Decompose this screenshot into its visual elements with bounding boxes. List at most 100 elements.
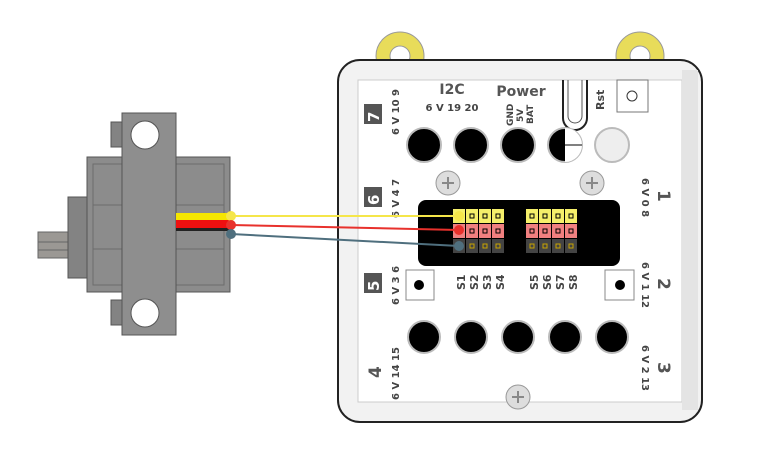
ground-pin-dot xyxy=(454,241,464,251)
pin-hole xyxy=(469,243,475,249)
port-1-number: 1 xyxy=(653,190,673,202)
port-3-number: 3 xyxy=(653,362,673,374)
reset-label: Rst xyxy=(594,90,607,110)
port-jack[interactable] xyxy=(594,127,630,163)
power-wire-end-dot xyxy=(226,220,236,230)
header-pin-power-s3[interactable] xyxy=(479,224,491,238)
port-5-badge xyxy=(364,273,382,293)
header-pin-ground-s6[interactable] xyxy=(539,239,551,253)
top-ports xyxy=(406,127,630,163)
header-label-s1: S1 xyxy=(455,274,468,290)
header-pin-power-s5[interactable] xyxy=(526,224,538,238)
header-label-s8: S8 xyxy=(567,274,580,290)
ground-connection-wire xyxy=(230,233,460,247)
port-7-number: 7 xyxy=(365,112,383,122)
pin-hole xyxy=(568,213,574,219)
connection-wires xyxy=(226,211,464,251)
i2c-pins-label: 6 V 19 20 xyxy=(426,103,479,114)
header-pin-power-s4[interactable] xyxy=(492,224,504,238)
pin-hole xyxy=(555,243,561,249)
header-pin-signal-s2[interactable] xyxy=(466,209,478,223)
pin-hole xyxy=(495,213,501,219)
sensor-window xyxy=(604,269,635,301)
header-label-s3: S3 xyxy=(481,274,494,290)
header-pin-ground-s7[interactable] xyxy=(552,239,564,253)
pin-hole xyxy=(529,243,535,249)
port-7-pins: 6 V 10 9 xyxy=(391,89,402,135)
header-pin-ground-s5[interactable] xyxy=(526,239,538,253)
servo-header-labels: S1 S2 S3 S4 S5 S6 S7 S8 xyxy=(455,274,580,290)
power-pin-bat: BAT xyxy=(526,104,536,124)
pin-hole xyxy=(495,243,501,249)
header-pin-signal-s3[interactable] xyxy=(479,209,491,223)
bottom-ports xyxy=(407,320,629,354)
header-pin-signal-s5[interactable] xyxy=(526,209,538,223)
port-1-pins: 6 V 0 8 xyxy=(639,178,650,217)
signal-pin-dot xyxy=(454,211,464,221)
header-pin-power-s7[interactable] xyxy=(552,224,564,238)
port-5-pins: 6 V 3 6 xyxy=(391,266,402,305)
pin-hole xyxy=(469,213,475,219)
servo-power-wire xyxy=(176,220,230,228)
pin-hole xyxy=(482,228,488,234)
header-label-s5: S5 xyxy=(528,274,541,290)
power-label: Power xyxy=(496,84,545,100)
screw-icons xyxy=(435,170,605,410)
header-pin-ground-s8[interactable] xyxy=(565,239,577,253)
pin-hole xyxy=(568,243,574,249)
pin-hole xyxy=(529,213,535,219)
port-jack[interactable] xyxy=(406,127,442,163)
servo-header-block xyxy=(418,200,620,266)
port-4-pins: 6 V 14 15 xyxy=(391,347,402,400)
port-2-number: 2 xyxy=(653,278,673,290)
header-pin-power-s8[interactable] xyxy=(565,224,577,238)
port-5-number: 5 xyxy=(365,281,383,291)
power-switch-icon[interactable] xyxy=(562,80,588,131)
header-label-s2: S2 xyxy=(468,274,481,290)
header-label-s6: S6 xyxy=(541,274,554,290)
power-pin-gnd: GND xyxy=(506,104,516,126)
port-6-pins: 6 V 4 7 xyxy=(391,179,402,218)
header-pin-signal-s8[interactable] xyxy=(565,209,577,223)
pin-hole xyxy=(482,213,488,219)
pin-hole xyxy=(469,228,475,234)
pin-hole xyxy=(555,228,561,234)
servo-ground-wire xyxy=(176,228,230,231)
header-pin-signal-s4[interactable] xyxy=(492,209,504,223)
pin-hole xyxy=(495,228,501,234)
port-6-number: 6 xyxy=(365,195,383,205)
header-pin-signal-s7[interactable] xyxy=(552,209,564,223)
power-pin-5v: 5V xyxy=(516,109,526,122)
pin-hole xyxy=(542,243,548,249)
port-jack[interactable] xyxy=(407,320,441,354)
pin-hole xyxy=(542,213,548,219)
servo-signal-wire xyxy=(176,213,230,220)
port-jack[interactable] xyxy=(453,127,489,163)
port-jack[interactable] xyxy=(500,127,536,163)
header-pin-power-s6[interactable] xyxy=(539,224,551,238)
port-4-number: 4 xyxy=(366,366,386,378)
power-connection-wire xyxy=(230,224,460,231)
port-jack[interactable] xyxy=(454,320,488,354)
header-pin-signal-s6[interactable] xyxy=(539,209,551,223)
pin-hole xyxy=(568,228,574,234)
header-pin-ground-s3[interactable] xyxy=(479,239,491,253)
header-pin-ground-s2[interactable] xyxy=(466,239,478,253)
pin-hole xyxy=(529,228,535,234)
pin-hole xyxy=(555,213,561,219)
port-jack[interactable] xyxy=(501,320,535,354)
port-jack[interactable] xyxy=(548,320,582,354)
pin-hole xyxy=(482,243,488,249)
header-pin-power-s2[interactable] xyxy=(466,224,478,238)
power-pin-dot xyxy=(454,225,464,235)
header-label-s7: S7 xyxy=(554,274,567,290)
port-jack[interactable] xyxy=(595,320,629,354)
ground-wire-end-dot xyxy=(226,229,236,239)
port-2-pins: 6 V 1 12 xyxy=(639,262,650,308)
signal-wire-end-dot xyxy=(226,211,236,221)
port-7-badge xyxy=(364,104,382,124)
header-pin-ground-s4[interactable] xyxy=(492,239,504,253)
pin-hole xyxy=(542,228,548,234)
servo-motor xyxy=(37,112,231,336)
